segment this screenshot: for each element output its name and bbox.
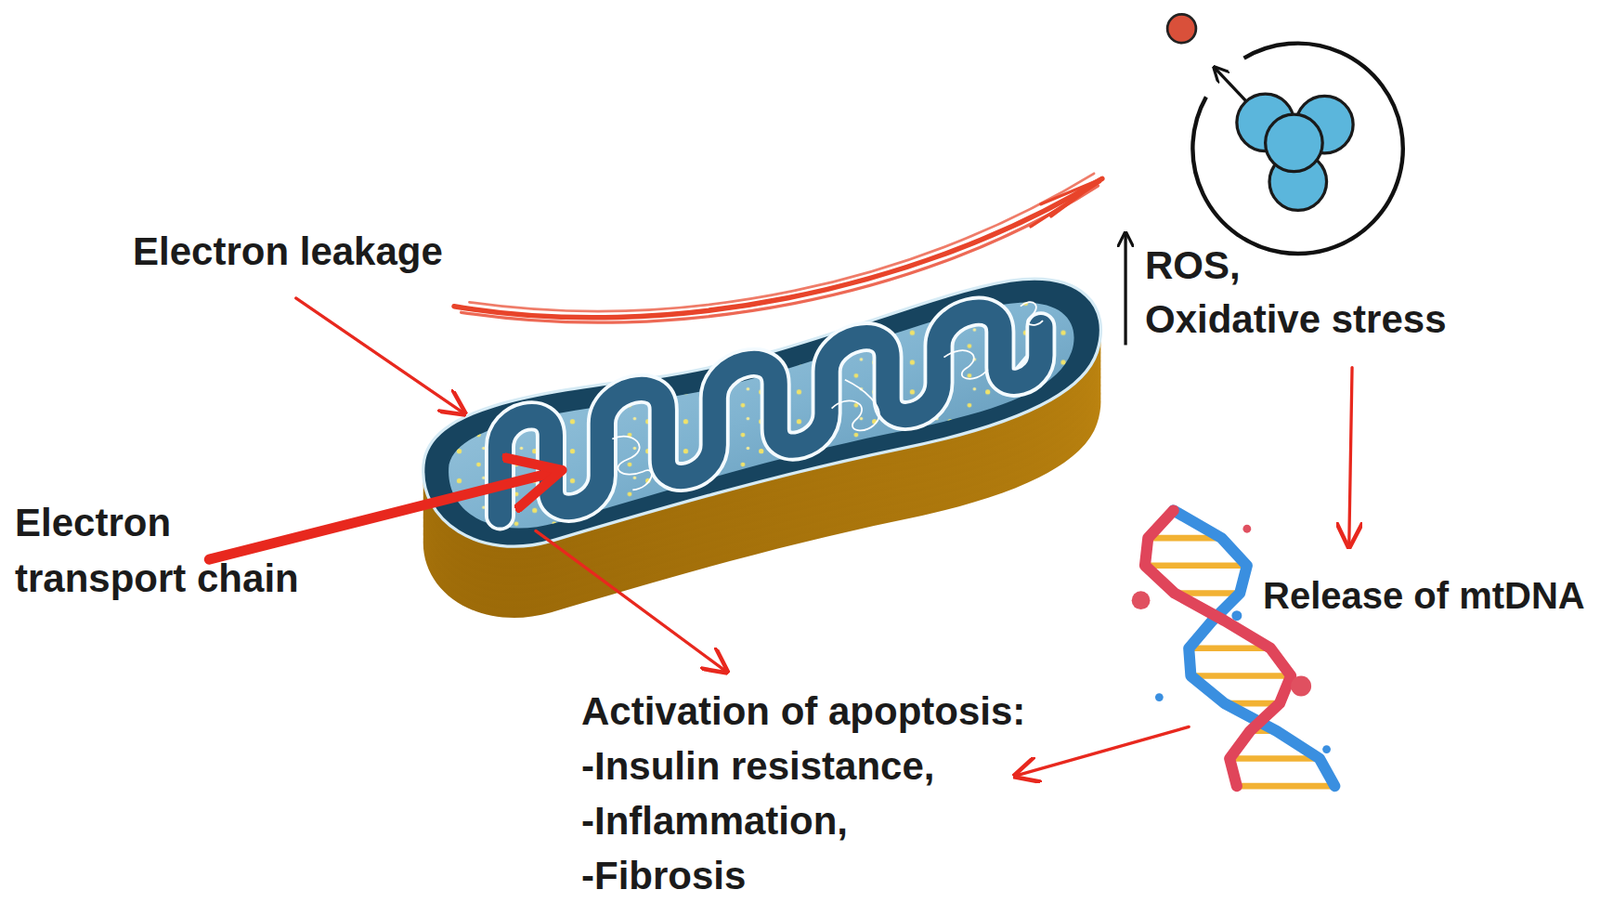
annotation-label: -Inflammation, xyxy=(581,797,848,845)
increase-arrow xyxy=(1123,233,1127,346)
radical-icon xyxy=(1167,13,1404,254)
red-arrows xyxy=(208,298,1353,776)
annotation-label: -Fibrosis xyxy=(581,852,746,899)
outer-membrane xyxy=(423,278,1102,547)
annotation-label: Oxidative stress xyxy=(1144,296,1447,343)
annotation-label: Activation of apoptosis: xyxy=(581,688,1026,735)
cristae xyxy=(499,311,1041,516)
mtdna-loops xyxy=(611,301,1043,490)
annotation-label: ROS, xyxy=(1144,242,1241,289)
annotation-label: Electron transport chain xyxy=(14,494,322,607)
granules xyxy=(448,302,1074,529)
annotation-label: Electron leakage xyxy=(132,228,443,275)
dna-helix xyxy=(1131,509,1336,786)
annotation-label: Release of mtDNA xyxy=(1262,572,1586,619)
annotation-label: -Insulin resistance, xyxy=(581,742,935,790)
matrix xyxy=(448,302,1074,529)
mitochondrion-body xyxy=(423,286,1102,618)
